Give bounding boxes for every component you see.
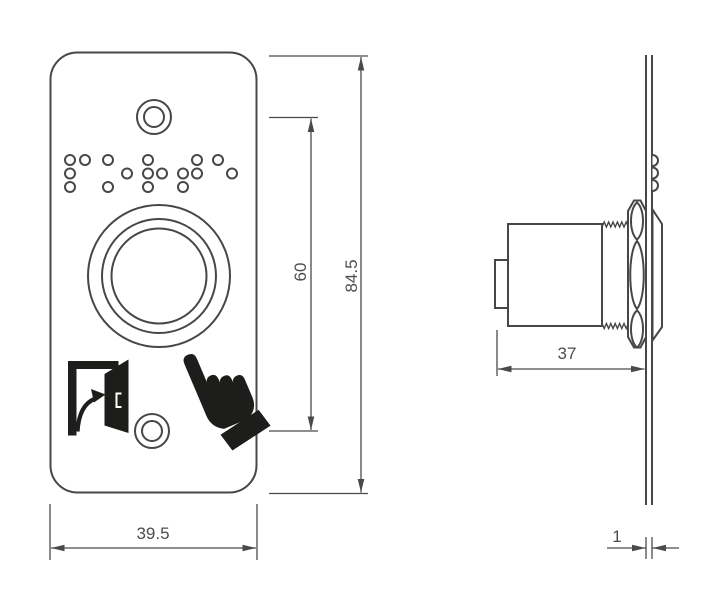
front-view: PORTE [49,51,271,494]
dim-label-plate-thickness: 1 [612,527,621,546]
push-button [87,204,231,348]
top-screw-hole [136,99,172,135]
mounting-plate [645,55,653,505]
faceplate-outline [49,51,258,494]
braille-bumps-side [652,154,659,192]
button-side-profile [651,206,663,344]
dimension-depth: 37 [496,330,645,376]
dimensions: 84.5 60 39.5 37 1 [49,55,679,560]
open-door-arrow-icon [68,359,129,436]
press-finger-icon [183,353,271,451]
dimension-plate-thickness: 1 [607,527,679,559]
dim-label-depth: 37 [558,344,577,363]
dim-label-height: 84.5 [342,259,361,292]
dimension-hole-spacing: 60 [269,116,318,432]
bottom-screw-hole [134,413,170,449]
side-view [494,55,663,505]
dimension-width: 39.5 [49,504,258,560]
dimension-height: 84.5 [269,55,368,495]
dim-label-hole-spacing: 60 [291,263,310,282]
dim-label-width: 39.5 [136,524,169,543]
thread-section [601,220,630,331]
rear-connector [494,259,509,309]
braille-dots: PORTE [64,154,238,193]
hex-nut [627,199,647,349]
switch-body [507,223,603,327]
